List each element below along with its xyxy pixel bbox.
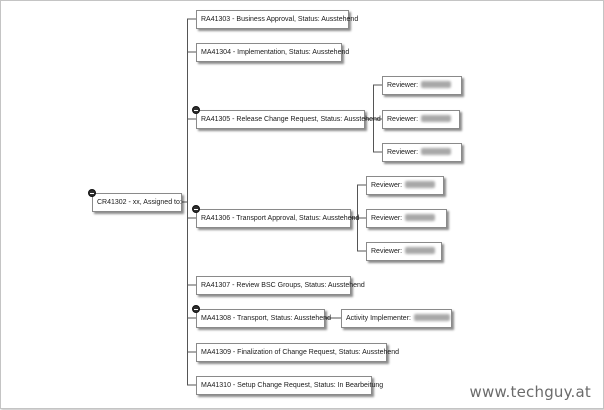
ra41305-collapse-icon[interactable] [192, 106, 200, 114]
reviewer-label: Reviewer: [387, 116, 419, 123]
child-node-label: MA41309 - Finalization of Change Request… [201, 349, 400, 356]
redacted-name [421, 81, 452, 88]
child-node-label: MA41304 - Implementation, Status: Ausste… [201, 49, 350, 56]
reviewer-node[interactable]: Reviewer: [382, 76, 462, 95]
reviewer-label: Reviewer: [371, 215, 403, 222]
child-node-ra41303[interactable]: RA41303 - Business Approval, Status: Aus… [196, 10, 358, 29]
child-node-ra41307[interactable]: RA41307 - Review BSC Groups, Status: Aus… [196, 276, 365, 295]
implementer-label: Activity Implementer: [346, 315, 411, 322]
reviewer-label: Reviewer: [387, 149, 419, 156]
redacted-name [413, 314, 450, 321]
child-node-ra41306[interactable]: RA41306 - Transport Approval, Status: Au… [196, 209, 359, 228]
child-node-ma41308[interactable]: MA41308 - Transport, Status: Ausstehend [196, 309, 331, 328]
child-node-ma41304[interactable]: MA41304 - Implementation, Status: Ausste… [196, 43, 349, 62]
reviewer-label: Reviewer: [371, 182, 403, 189]
root-node[interactable]: CR41302 - xx, Assigned to: [92, 193, 182, 212]
reviewer-node[interactable]: Reviewer: [366, 242, 442, 261]
child-node-ra41305[interactable]: RA41305 - Release Change Request, Status… [196, 110, 381, 129]
ma41308-collapse-icon[interactable] [192, 305, 200, 313]
ra41306-collapse-icon[interactable] [192, 205, 200, 213]
child-node-label: RA41306 - Transport Approval, Status: Au… [201, 215, 360, 222]
redacted-name [405, 247, 436, 254]
child-node-ma41310[interactable]: MA41310 - Setup Change Request, Status: … [196, 376, 383, 395]
child-node-ma41309[interactable]: MA41309 - Finalization of Change Request… [196, 343, 399, 362]
redacted-name [405, 181, 436, 188]
root-node-label: CR41302 - xx, Assigned to: [97, 199, 182, 206]
implementer-node[interactable]: Activity Implementer: [341, 309, 452, 328]
reviewer-label: Reviewer: [371, 248, 403, 255]
watermark-text: www.techguy.at [469, 383, 591, 401]
child-node-label: RA41305 - Release Change Request, Status… [201, 116, 381, 123]
reviewer-node[interactable]: Reviewer: [382, 110, 460, 129]
reviewer-node[interactable]: Reviewer: [382, 143, 462, 162]
child-node-label: MA41308 - Transport, Status: Ausstehend [201, 315, 331, 322]
child-node-label: RA41303 - Business Approval, Status: Aus… [201, 16, 359, 23]
root-collapse-icon[interactable] [88, 189, 96, 197]
reviewer-node[interactable]: Reviewer: [366, 209, 447, 228]
redacted-name [421, 148, 452, 155]
child-node-label: MA41310 - Setup Change Request, Status: … [201, 382, 384, 389]
reviewer-node[interactable]: Reviewer: [366, 176, 444, 195]
redacted-name [421, 115, 452, 122]
redacted-name [405, 214, 436, 221]
child-node-label: RA41307 - Review BSC Groups, Status: Aus… [201, 282, 365, 289]
reviewer-label: Reviewer: [387, 82, 419, 89]
